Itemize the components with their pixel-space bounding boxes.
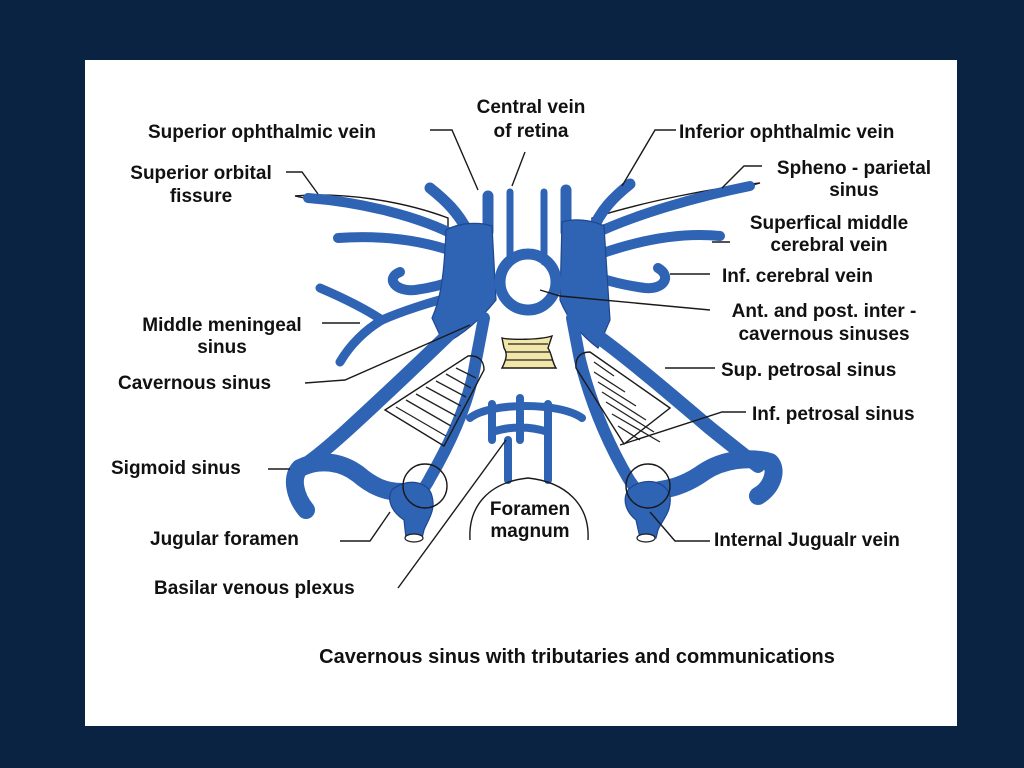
left-sigmoid-sinus [285, 453, 411, 519]
left-spheno-parietal-sinus [303, 193, 465, 243]
left-superficial-middle-cerebral-vein [333, 232, 460, 257]
right-superficial-middle-cerebral-vein [595, 229, 725, 259]
label-middle-meningeal-line2: sinus [197, 337, 247, 358]
label-superficial-middle-line1: Superfical middle [750, 213, 908, 234]
right-jugular-foramen-outline [625, 463, 671, 509]
intercavernous-sinus-ring [494, 248, 562, 316]
label-foramen-magnum-line2: magnum [490, 521, 569, 542]
right-spheno-parietal-sinus [585, 181, 755, 241]
label-superior-orbital-line1: Superior orbital [130, 163, 271, 184]
cavernous-sinus-diagram: Superior ophthalmic vein Central vein of… [111, 97, 931, 668]
label-superior-orbital-line2: fissure [170, 186, 232, 207]
venous-system [285, 178, 783, 539]
label-basilar-venous-plexus: Basilar venous plexus [154, 578, 355, 599]
label-cavernous-sinus: Cavernous sinus [118, 373, 271, 394]
slide: Superior ophthalmic vein Central vein of… [85, 60, 957, 726]
label-internal-jugular-vein: Internal Jugualr vein [714, 530, 900, 551]
left-jugular-opening [404, 533, 424, 543]
foramen-magnum-outline [469, 477, 589, 541]
labels: Superior ophthalmic vein Central vein of… [111, 97, 931, 668]
label-central-vein-line1: Central vein [477, 97, 586, 118]
diagram-caption: Cavernous sinus with tributaries and com… [319, 646, 835, 668]
label-jugular-foramen: Jugular foramen [150, 529, 299, 550]
middle-meningeal-branch [335, 315, 387, 367]
label-spheno-parietal-line2: sinus [829, 180, 879, 201]
leader-lines [268, 129, 762, 589]
left-superior-petrosal-sinus [293, 328, 455, 475]
label-intercavernous-line1: Ant. and post. inter - [732, 301, 917, 322]
label-middle-meningeal-line1: Middle meningeal [142, 315, 301, 336]
label-inf-cerebral-vein: Inf. cerebral vein [722, 266, 873, 287]
right-jugular-bulb [624, 480, 671, 539]
right-sigmoid-sinus [651, 450, 783, 505]
left-jugular-foramen-outline [402, 463, 448, 509]
left-jugular-bulb [389, 481, 434, 539]
label-inf-petrosal-sinus: Inf. petrosal sinus [752, 404, 915, 425]
label-sigmoid-sinus: Sigmoid sinus [111, 458, 241, 479]
label-intercavernous-line2: cavernous sinuses [738, 324, 909, 345]
label-spheno-parietal-line1: Spheno - parietal [777, 158, 931, 179]
label-sup-petrosal-sinus: Sup. petrosal sinus [721, 360, 896, 381]
label-superficial-middle-line2: cerebral vein [770, 235, 887, 256]
right-cavernous-sinus [559, 219, 611, 349]
right-jugular-opening [636, 533, 656, 543]
right-petrous-region [575, 351, 672, 446]
label-foramen-magnum-line1: Foramen [490, 499, 570, 520]
label-inferior-ophthalmic-vein: Inferior ophthalmic vein [679, 122, 894, 143]
label-superior-ophthalmic-vein: Superior ophthalmic vein [148, 122, 376, 143]
sella-lines [506, 343, 552, 361]
left-petrous-region [383, 355, 485, 447]
right-superior-petrosal-sinus [593, 331, 765, 473]
basilar-venous-plexus [466, 394, 586, 444]
right-inferior-cerebral-vein [595, 263, 671, 294]
label-central-vein-line2: of retina [494, 121, 569, 142]
